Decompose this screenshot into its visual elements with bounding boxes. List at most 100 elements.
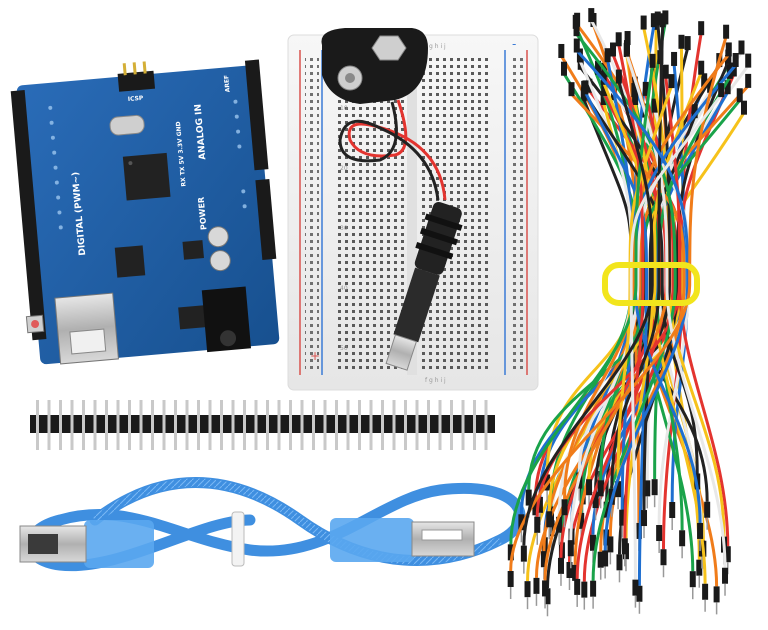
jumper-tip xyxy=(696,559,703,576)
jumper-tip xyxy=(738,40,745,55)
header-pin xyxy=(335,400,338,450)
jumper-tip xyxy=(597,551,604,568)
jumper-wire xyxy=(642,115,697,511)
header-pin xyxy=(404,400,407,450)
jumper-tip xyxy=(641,510,648,527)
header-pin xyxy=(59,400,62,450)
silk-aref: AREF xyxy=(223,75,231,93)
usb-chip xyxy=(114,245,146,278)
jumper-tip xyxy=(542,580,549,597)
header-pin xyxy=(116,400,120,450)
jumper-tip xyxy=(724,546,731,563)
header-pin xyxy=(323,400,327,450)
plus-sign: + xyxy=(310,349,320,363)
jumper-tip xyxy=(713,586,720,603)
jumper-tip xyxy=(556,516,563,533)
jumper-tip xyxy=(650,13,657,28)
jumper-tip xyxy=(632,579,639,596)
jumper-tip xyxy=(659,13,666,28)
header-strip xyxy=(30,415,495,433)
jumper-tip xyxy=(722,567,729,584)
col-letters-top: f g h i j xyxy=(425,43,446,50)
header-pin xyxy=(128,400,131,450)
jumper-tip xyxy=(745,53,752,68)
jumper-tip xyxy=(616,554,623,571)
jumper-tip xyxy=(533,577,540,594)
jumper-tip xyxy=(602,550,609,567)
header-pin xyxy=(93,400,97,450)
jumper-tip xyxy=(698,60,705,75)
jumper-tip xyxy=(567,540,574,557)
jumper-tip xyxy=(558,43,565,58)
jumper-tip xyxy=(588,8,595,23)
jumper-tip xyxy=(644,480,651,497)
header-pin xyxy=(358,400,361,450)
header-pin xyxy=(36,400,39,450)
jumper-tip xyxy=(684,36,691,51)
jumper-tip xyxy=(573,22,580,37)
jumper-tip xyxy=(698,21,705,36)
jumper-tip xyxy=(595,60,602,75)
jumper-tip xyxy=(582,80,589,95)
jumper-tip xyxy=(532,499,539,516)
header-pin xyxy=(300,400,304,450)
jumper-tip xyxy=(524,581,531,598)
center-channel xyxy=(407,45,417,375)
jumper-tip xyxy=(615,32,622,47)
jumper-tip xyxy=(589,534,596,551)
jumper-tip xyxy=(624,31,631,46)
twist-tie xyxy=(602,262,700,306)
header-pin xyxy=(266,400,269,450)
minus-sign: - xyxy=(512,37,516,51)
jumper-tip xyxy=(572,564,579,581)
jumper-tip xyxy=(651,98,658,113)
jumper-tip xyxy=(671,51,678,66)
jumper-tip xyxy=(642,81,649,96)
jumper-tip xyxy=(640,15,647,30)
header-pin xyxy=(197,400,200,450)
jumper-tip xyxy=(701,73,708,88)
jumper-tip xyxy=(669,502,676,519)
usb-cable xyxy=(19,477,526,572)
jumper-tip xyxy=(525,489,532,506)
jumper-tip xyxy=(603,501,610,518)
jumper-tip xyxy=(732,52,739,67)
jumper-tip xyxy=(718,83,725,98)
capacitor xyxy=(209,250,231,272)
jumper-tip xyxy=(623,42,630,57)
jumper-tip xyxy=(654,11,661,26)
header-pin xyxy=(438,400,442,450)
jumper-tip xyxy=(662,64,669,79)
jumper-tip xyxy=(636,585,643,602)
jumper-tip xyxy=(649,53,656,68)
jumper-tip xyxy=(615,481,622,498)
header-pin xyxy=(231,400,235,450)
jumper-tip xyxy=(586,479,593,496)
jumper-tip xyxy=(590,580,597,597)
jumper-tip xyxy=(621,538,628,555)
jumper-tip xyxy=(723,24,730,39)
barrel-plug xyxy=(385,202,463,371)
jumper-wire xyxy=(575,49,690,551)
jumper-tip xyxy=(540,551,547,568)
jumper-tip xyxy=(656,525,663,542)
jumper-tip xyxy=(702,583,709,600)
jumper-tip xyxy=(604,48,611,63)
jumper-tip xyxy=(607,536,614,553)
jumper-tip xyxy=(557,557,564,574)
jumper-wire xyxy=(509,36,728,571)
header-pin xyxy=(381,400,384,450)
jumper-wire xyxy=(563,53,730,500)
clip-terminal-hex xyxy=(371,35,407,61)
jumper-wires xyxy=(507,8,752,617)
jumper-tip xyxy=(546,511,553,528)
jumper-wire xyxy=(629,94,723,580)
jumper-tip xyxy=(736,88,743,103)
jumper-tip xyxy=(507,570,514,587)
header-pin xyxy=(139,400,143,450)
silk-icsp: ICSP xyxy=(128,95,145,103)
jumper-tip xyxy=(507,544,514,561)
jumper-tip xyxy=(536,496,543,513)
